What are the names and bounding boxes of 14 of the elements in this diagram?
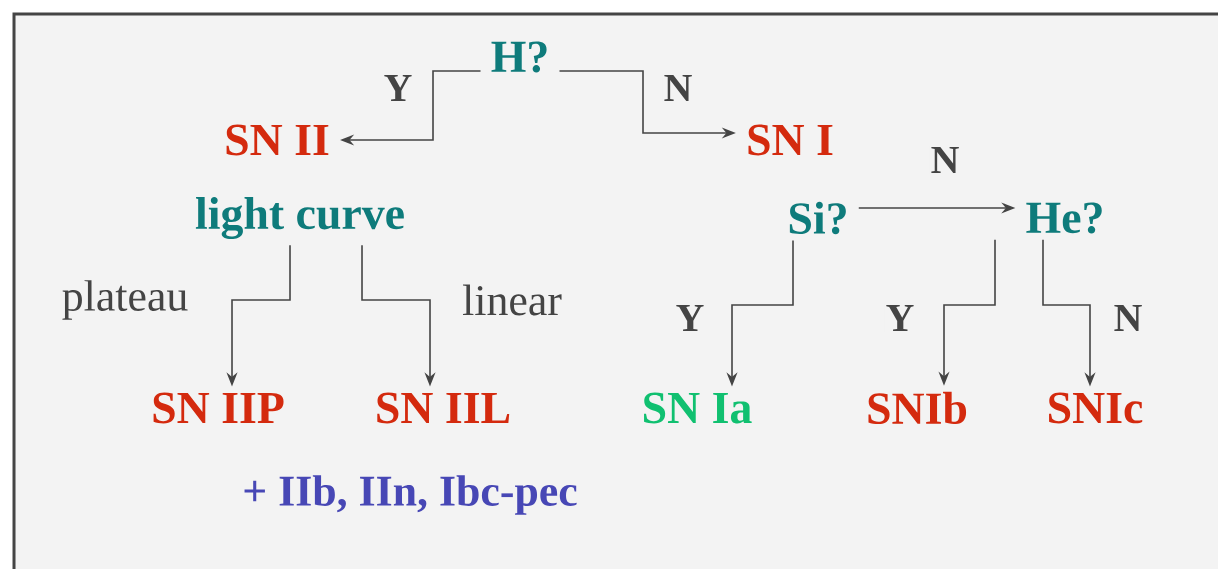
edge-label: linear — [461, 283, 563, 317]
question-text: He? — [1026, 202, 1102, 234]
class-label: SN I — [748, 124, 833, 156]
note-text: + IIb, IIn, Ibc-pec — [244, 475, 577, 515]
class-label: SN Ia — [644, 392, 752, 424]
class-label: SN IIL — [377, 392, 510, 424]
question-text: Si? — [789, 201, 846, 235]
class-label: SN IIP — [153, 392, 284, 424]
question-text: light curve — [195, 197, 404, 239]
question-text: H? — [491, 41, 547, 73]
class-label: SN II — [226, 124, 329, 156]
edge-label: plateau — [60, 279, 190, 321]
class-label: SNIb — [868, 391, 967, 425]
class-label: SNIc — [1049, 392, 1143, 424]
